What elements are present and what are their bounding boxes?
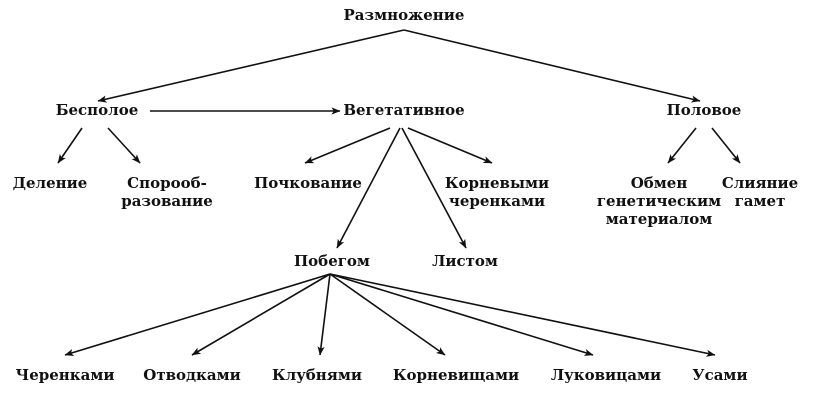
node-leaf: Листом [432, 252, 498, 270]
node-cuttings-line-1: Черенками [16, 366, 115, 384]
node-spore-line-2: разование [121, 192, 213, 210]
node-budding-line-1: Почкование [254, 174, 362, 192]
node-genetic-exchange-line-1: Обмен [631, 174, 688, 192]
node-root: Размножение [344, 6, 465, 24]
node-asexual: Бесполое [56, 101, 139, 119]
arrow-vegetative-to-root_cuttings [407, 127, 493, 164]
arrow-shoot-to-runners [329, 273, 716, 357]
arrow-sexual-to-genetic_exchange [667, 127, 697, 164]
arrow-asexual-to-spore [107, 127, 141, 164]
node-cuttings: Черенками [16, 366, 115, 384]
arrow-root-to-sexual [403, 29, 701, 103]
edges-layer [57, 29, 741, 357]
node-genetic-exchange-line-3: материалом [606, 210, 713, 228]
node-shoot: Побегом [294, 252, 370, 270]
node-vegetative: Вегетативное [343, 101, 464, 119]
node-vegetative-line-1: Вегетативное [343, 101, 464, 119]
node-bulbs-line-1: Луковицами [551, 366, 661, 384]
arrow-shoot-to-bulbs [329, 273, 594, 356]
node-rhizomes-line-1: Корневищами [393, 366, 519, 384]
node-division: Деление [13, 174, 88, 192]
arrow-vegetative-to-leaf [401, 127, 467, 249]
node-layering-line-1: Отводками [143, 366, 241, 384]
node-genetic-exchange-line-2: генетическим [597, 192, 721, 210]
node-gamete-fusion-line-2: гамет [735, 192, 786, 210]
arrow-shoot-to-tubers [317, 273, 331, 356]
node-root-cuttings-line-2: черенками [449, 192, 545, 210]
node-runners-line-1: Усами [692, 366, 747, 384]
arrow-vegetative-to-budding [304, 127, 391, 164]
node-spore-line-1: Спорооб- [127, 174, 207, 192]
node-shoot-line-1: Побегом [294, 252, 370, 270]
node-gamete-fusion-line-1: Слияние [722, 174, 798, 192]
arrow-shoot-to-rhizomes [329, 273, 446, 356]
node-rhizomes: Корневищами [393, 366, 519, 384]
arrow-vegetative-to-shoot [336, 127, 401, 249]
node-asexual-line-1: Бесполое [56, 101, 139, 119]
node-tubers: Клубнями [272, 366, 362, 384]
node-layering: Отводками [143, 366, 241, 384]
node-root-cuttings-line-1: Корневыми [445, 174, 549, 192]
node-spore: Спорооб-разование [121, 174, 213, 210]
node-root-line-1: Размножение [344, 6, 465, 24]
node-sexual: Половое [667, 101, 742, 119]
node-runners: Усами [692, 366, 747, 384]
arrow-shoot-to-cuttings [64, 273, 331, 356]
node-division-line-1: Деление [13, 174, 88, 192]
node-leaf-line-1: Листом [432, 252, 498, 270]
node-sexual-line-1: Половое [667, 101, 742, 119]
arrow-asexual-to-division [57, 127, 83, 164]
arrow-root-to-asexual [97, 29, 405, 103]
node-budding: Почкование [254, 174, 362, 192]
arrow-shoot-to-layering [191, 273, 331, 356]
node-tubers-line-1: Клубнями [272, 366, 362, 384]
node-bulbs: Луковицами [551, 366, 661, 384]
arrow-sexual-to-gamete_fusion [711, 127, 741, 164]
